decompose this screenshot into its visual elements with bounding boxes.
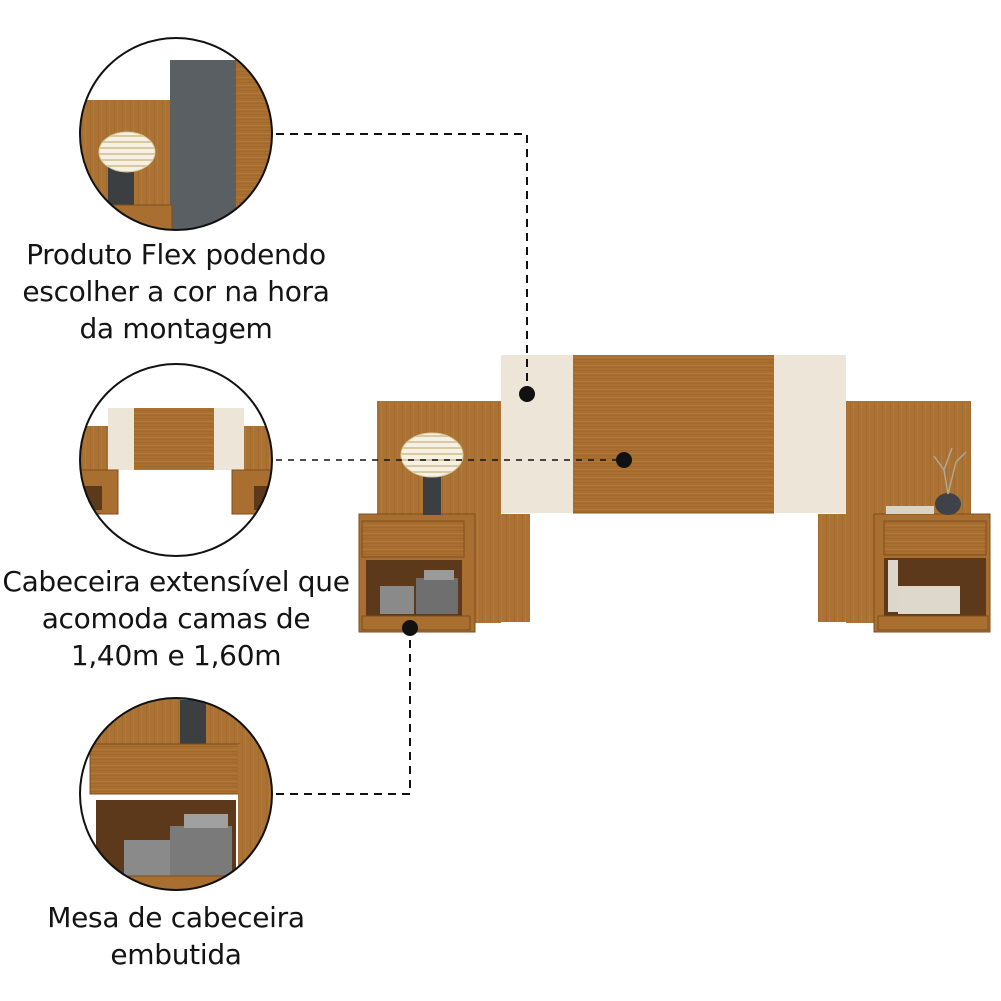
headboard-product-illustration — [358, 355, 991, 633]
right-nightstand — [873, 513, 991, 633]
connector-dot-2 — [616, 452, 632, 468]
color-panel-detail-image — [79, 37, 273, 231]
caption-line: Produto Flex podendo — [26, 238, 326, 271]
nightstand-detail-image — [79, 697, 273, 891]
table-lamp — [400, 432, 464, 515]
connector-dot-3 — [402, 620, 418, 636]
caption-line: Mesa de cabeceira — [47, 901, 305, 934]
caption-built-in-nightstand: Mesa de cabeceira embutida — [0, 899, 352, 973]
caption-line: Cabeceira extensível que — [2, 565, 350, 598]
center-wood-panel — [573, 355, 774, 513]
right-color-panel — [774, 355, 846, 513]
connector-3 — [276, 630, 411, 795]
decor-vase — [886, 447, 967, 515]
left-lower-panel — [490, 514, 530, 622]
right-lower-panel — [818, 514, 848, 622]
caption-line: da montagem — [79, 312, 273, 345]
headboard-detail-image — [79, 363, 273, 557]
caption-extensible-headboard: Cabeceira extensível que acomoda camas d… — [0, 563, 352, 674]
caption-line: 1,40m e 1,60m — [70, 639, 282, 672]
caption-line: escolher a cor na hora — [22, 275, 330, 308]
caption-flex-color: Produto Flex podendo escolher a cor na h… — [0, 236, 352, 347]
connector-1 — [276, 133, 528, 394]
connector-lines — [276, 133, 624, 795]
left-color-panel — [501, 355, 573, 513]
left-nightstand — [358, 513, 476, 633]
caption-line: embutida — [110, 938, 242, 971]
caption-line: acomoda camas de — [41, 602, 311, 635]
connector-dot-1 — [519, 386, 535, 402]
